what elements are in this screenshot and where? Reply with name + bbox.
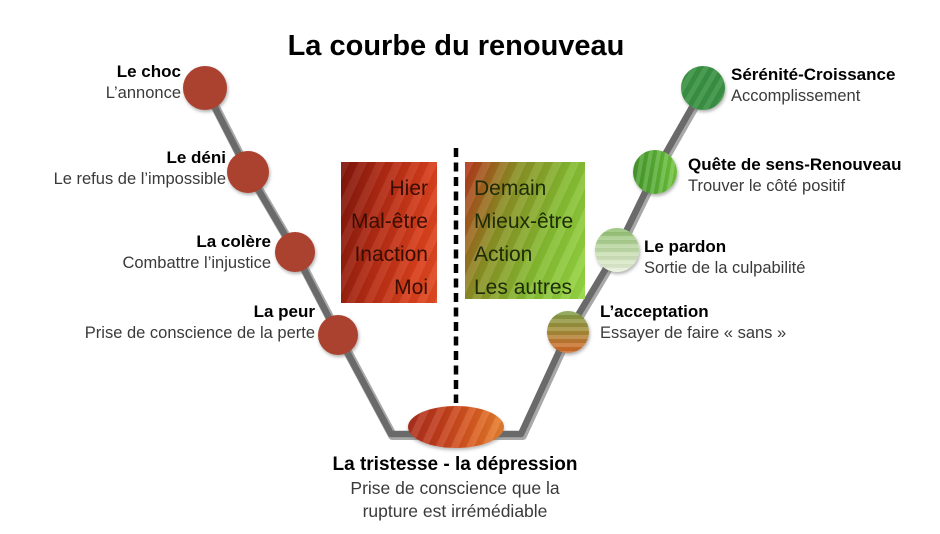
focus-box-future: Demain Mieux-être Action Les autres [465,162,585,299]
focus-box-line: Les autres [474,276,573,299]
focus-box-line: Demain [474,177,547,200]
stage-title: Le pardon [644,237,727,256]
focus-box-line: Hier [389,177,428,200]
stage-title: La tristesse - la dépression [332,454,578,475]
stage-label-pardon: Le pardon Sortie de la culpabilité [644,236,805,279]
stage-label-serenite: Sérénité-Croissance Accomplissement [731,64,895,107]
stage-dot-pardon [595,228,639,272]
focus-box-line: Action [474,243,533,266]
stage-dot-peur [318,315,358,355]
stage-subtitle: Trouver le côté positif [688,177,846,195]
stage-dot-deni [227,151,269,193]
stage-label-acceptation: L’acceptation Essayer de faire « sans » [600,301,786,344]
focus-box-past: Hier Mal-être Inaction Moi [341,162,437,303]
stage-label-deni: Le déni Le refus de l’impossible [54,147,226,190]
stage-title: La peur [253,302,315,321]
focus-box-line: Mieux-être [474,210,574,233]
stage-dot-quete [633,150,677,194]
stage-label-tristesse: La tristesse - la dépression Prise de co… [305,453,605,523]
focus-box-line: Inaction [354,243,428,266]
stage-title: Sérénité-Croissance [731,65,896,84]
page-title: La courbe du renouveau [287,30,625,62]
stage-subtitle: Le refus de l’impossible [53,170,226,188]
stage-title: Quête de sens-Renouveau [688,155,902,174]
stage-label-quete: Quête de sens-Renouveau Trouver le côté … [688,154,902,197]
stage-subtitle: Prise de conscience de la perte [84,324,315,342]
focus-box-line: Mal-être [350,210,428,233]
stage-title: Le déni [166,148,226,167]
stage-subtitle: Combattre l’injustice [122,254,271,272]
stage-dot-colere [275,232,315,272]
stage-title: L’acceptation [600,302,709,321]
stage-subtitle: Prise de conscience que la [350,478,560,498]
stage-dot-serenite [681,66,725,110]
stage-label-colere: La colère Combattre l’injustice [122,231,271,274]
focus-box-line: Moi [394,276,428,299]
stage-subtitle: rupture est irrémédiable [362,501,548,521]
stage-label-peur: La peur Prise de conscience de la perte [85,301,315,344]
stage-dot-choc [183,66,227,110]
stage-subtitle: Sortie de la culpabilité [644,259,806,277]
stage-subtitle: Accomplissement [731,87,861,105]
stage-title: Le choc [116,62,181,81]
stage-dot-acceptation [547,311,589,353]
stage-subtitle: Essayer de faire « sans » [600,324,787,342]
stage-title: La colère [196,232,271,251]
stage-subtitle: L’annonce [105,84,181,102]
stage-label-choc: Le choc L’annonce [106,61,181,104]
stage-dot-tristesse [408,406,504,448]
